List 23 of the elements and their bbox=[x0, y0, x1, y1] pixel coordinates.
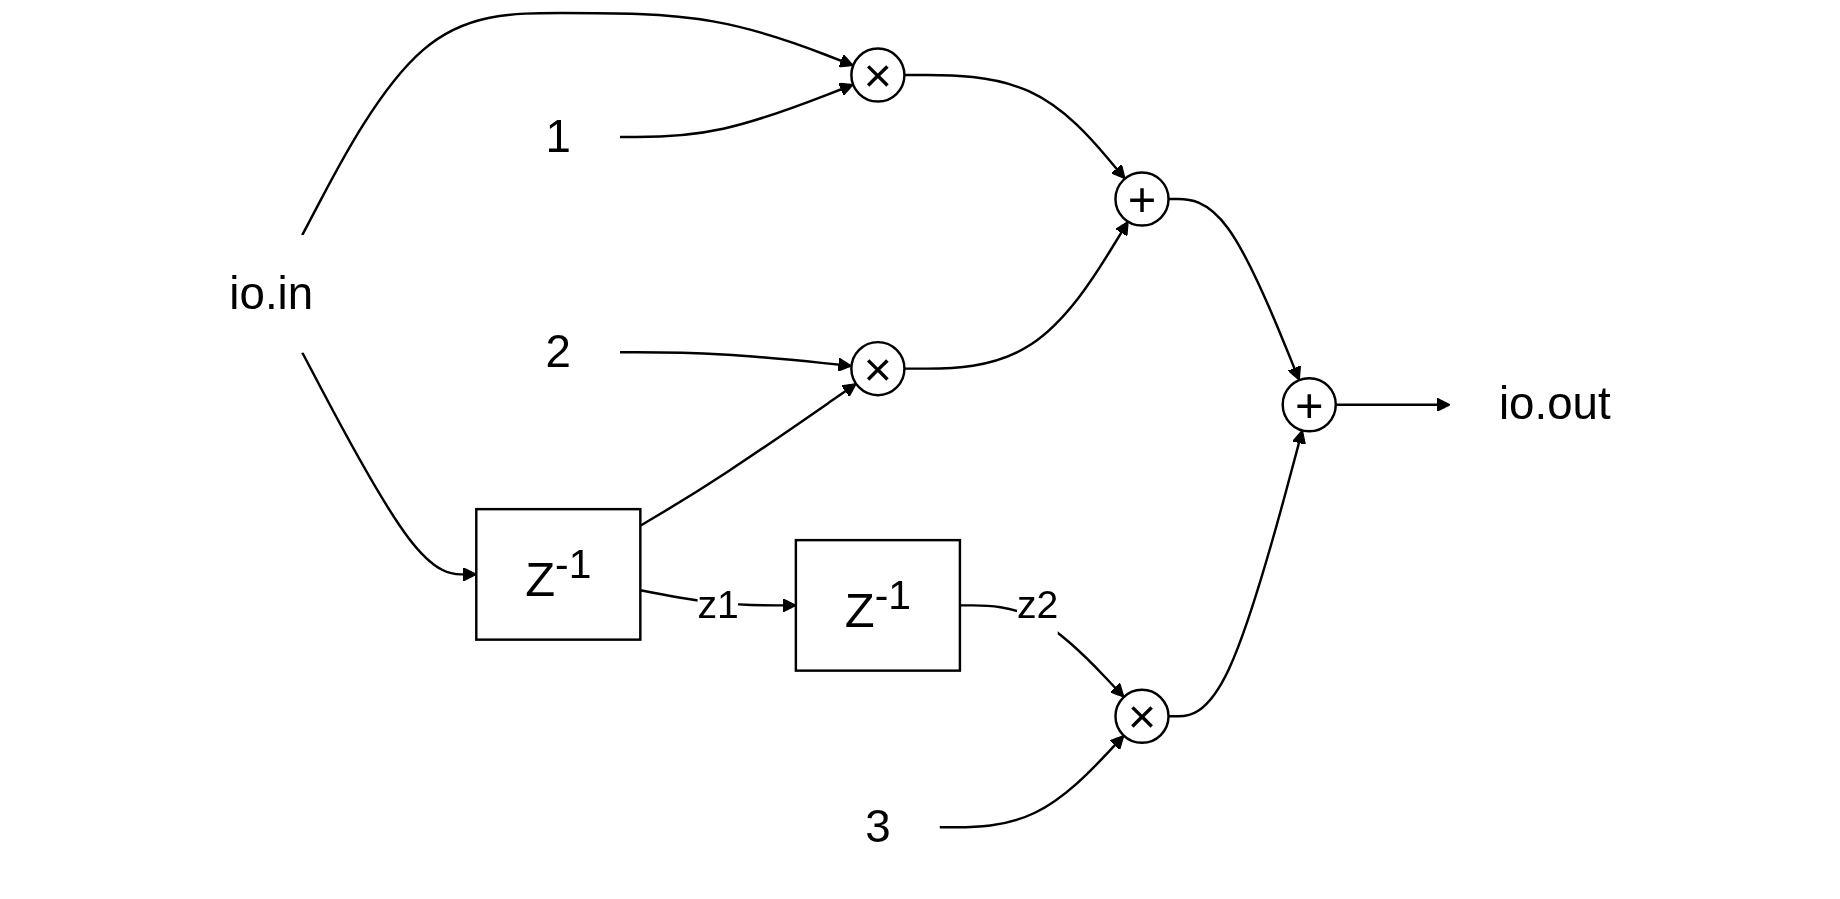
arrow bbox=[1335, 397, 1451, 412]
arrow bbox=[1168, 429, 1306, 718]
node-circle: + bbox=[1114, 171, 1170, 227]
node-text: io.in bbox=[229, 267, 314, 319]
arrow bbox=[1168, 197, 1302, 381]
arrow bbox=[904, 220, 1129, 370]
arrow bbox=[939, 735, 1125, 829]
arrow bbox=[904, 73, 1126, 180]
arrow bbox=[301, 11, 854, 236]
node-text: 2 bbox=[545, 326, 572, 377]
node-circle: × bbox=[850, 340, 906, 397]
edge-label: z2 bbox=[1017, 582, 1059, 627]
node-box: Z$^{-1}$ bbox=[475, 507, 642, 641]
arrow bbox=[301, 351, 477, 582]
arrow bbox=[619, 82, 854, 139]
node-box: Z$^{-1}$ bbox=[794, 538, 962, 672]
node-circle: × bbox=[850, 47, 906, 103]
node-text: 3 bbox=[865, 801, 891, 852]
node-circle: + bbox=[1281, 377, 1337, 433]
edge-label: z1 bbox=[697, 582, 739, 627]
node-text: 1 bbox=[545, 110, 572, 162]
node-circle: × bbox=[1114, 688, 1170, 745]
node-text: io.out bbox=[1498, 378, 1611, 430]
